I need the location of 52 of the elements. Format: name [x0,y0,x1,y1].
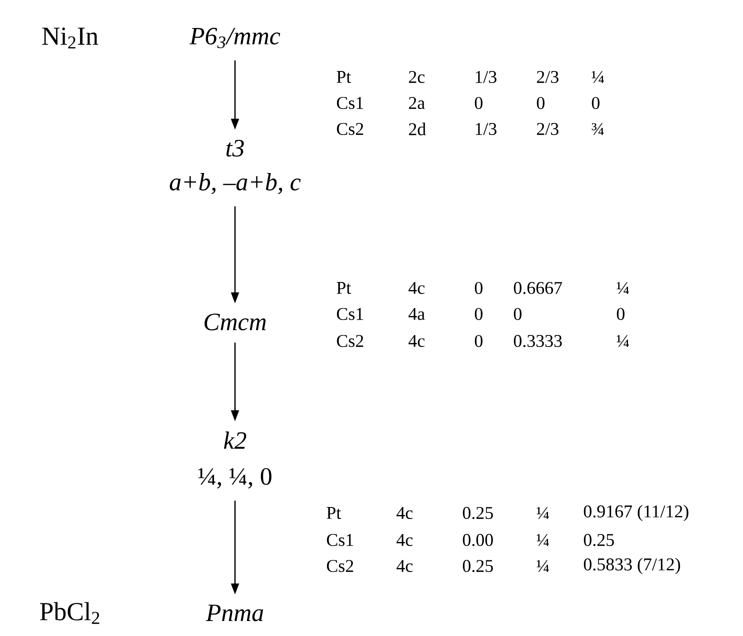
table-cell: 4c [396,507,413,519]
table-cell: 2c [408,70,425,84]
table-cell: 1/3 [476,70,496,84]
table-cell: 0.5833 (7/12) [584,558,680,574]
formula-label: Ni$_{2}$In [42,28,98,48]
table-cell: ¼ [592,71,604,83]
table-cell: Cs1 [336,96,364,110]
table-cell: Cs2 [326,560,354,572]
table-cell: 0 [474,308,482,320]
table-cell: 4c [408,282,425,294]
table-cell: ¼ [616,335,629,347]
table-cell: 0.25 [462,506,493,520]
table-cell: 1/3 [476,122,496,136]
table-cell: 4c [396,560,413,572]
table-cell: 0 [616,308,624,320]
table-cell: 2a [408,96,425,110]
table-cell: ¼ [536,507,549,519]
table-cell: 2/3 [536,70,558,84]
table-cell: ¼ [616,282,629,294]
space-group-label: t3 a+b, –a+b, c [170,140,301,194]
space-group-label: Pnma [206,604,264,622]
table-cell: 2d [408,122,426,136]
table-cell: Pt [336,282,352,294]
table-cell: 0 [514,308,522,320]
table-cell: Cs1 [336,308,364,320]
table-cell: 0 [474,96,482,110]
table-cell: 0 [592,96,600,110]
table-cell: Cs1 [326,534,354,546]
space-group-label: Cmcm [204,314,266,330]
table-cell: 0.00 [462,534,493,546]
table-cell: Cs2 [336,334,364,348]
table-cell: 0.3333 [514,334,562,348]
table-cell: 0.25 [462,560,493,572]
table-cell: ¾ [592,123,604,135]
formula-label: PbCl$_{2}$ [40,602,100,624]
table-cell: ¼ [536,534,549,546]
table-cell: Pt [336,71,352,83]
table-cell: 4a [408,308,425,320]
table-cell: 0 [536,96,544,110]
space-group-label: k2 ¼, ¼, 0 [198,432,272,488]
table-cell: 4c [408,335,425,347]
table-cell: 0.6667 [514,282,562,294]
table-cell: 0 [474,334,482,348]
table-cell: 2/3 [536,122,558,136]
table-cell: Cs2 [336,122,364,136]
table-cell: 0 [474,282,482,294]
table-cell: ¼ [536,560,549,572]
space-group-label: P6$_{3}$/mmc [189,28,280,48]
table-cell: 0.9167 (11/12) [584,504,688,522]
table-cell: 4c [396,534,413,546]
table-cell: 0.25 [584,534,614,546]
table-cell: Pt [326,507,342,519]
